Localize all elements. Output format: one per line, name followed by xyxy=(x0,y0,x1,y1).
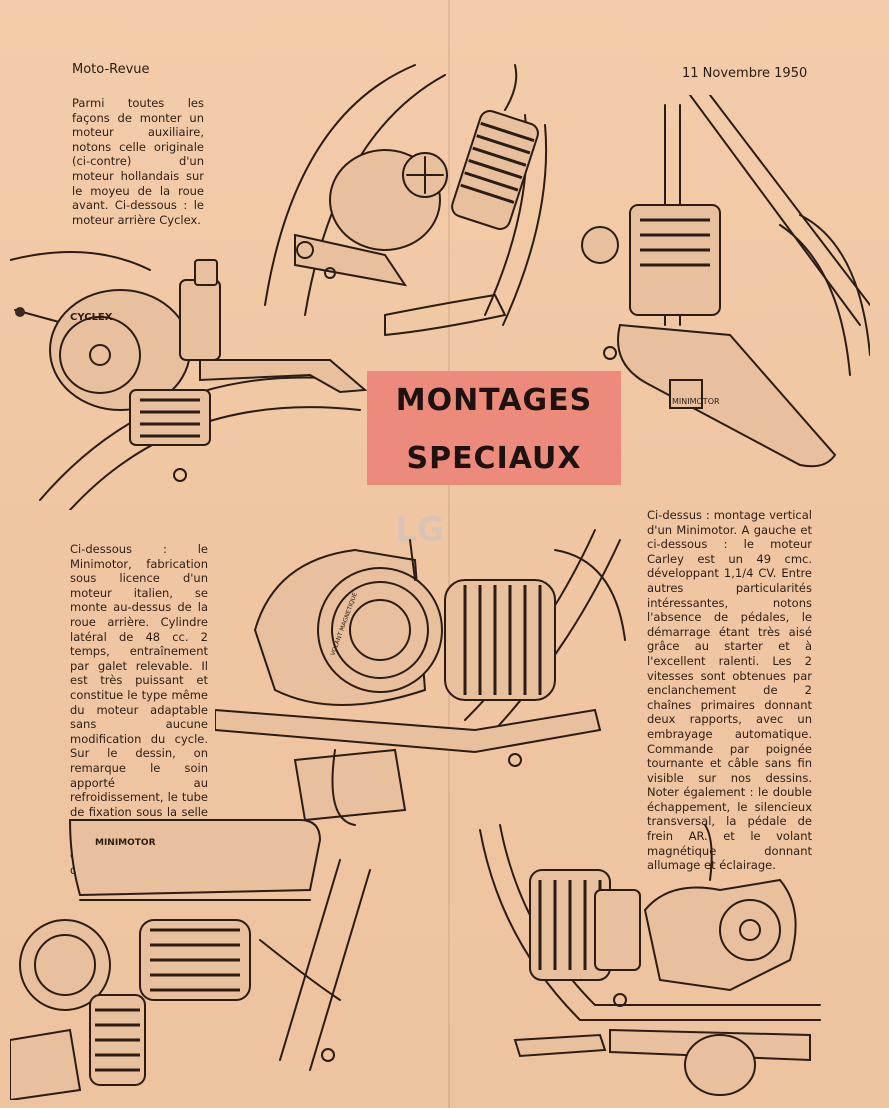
page-title-line2: SPECIAUX xyxy=(406,441,582,476)
page-title-line1: MONTAGES xyxy=(395,383,593,418)
page-fold xyxy=(448,0,450,1108)
issue-date: 11 Novembre 1950 xyxy=(682,66,808,81)
carley-engine-illustration: MINIMOTOR xyxy=(581,95,870,468)
caption-middle-right: Ci-dessus : montage vertical d'un Minimo… xyxy=(647,508,812,873)
watermark: LG xyxy=(395,510,445,550)
minimotor-tank-illustration: MINIMOTOR xyxy=(10,819,371,1100)
title-box: MONTAGES SPECIAUX xyxy=(367,371,621,485)
publication-name: Moto-Revue xyxy=(72,62,150,77)
cyclex-engine-illustration: CYCLEX xyxy=(10,251,368,510)
tank-badge: MINIMOTOR xyxy=(95,838,156,848)
carley-side-engine-illustration xyxy=(479,824,821,1096)
minimotor-engine-illustration: VOLANT MAGNETIQUE xyxy=(215,529,626,826)
caption-top-left: Parmi toutes les façons de monter un mot… xyxy=(72,96,204,227)
cyclex-badge: CYCLEX xyxy=(70,312,113,323)
front-hub-engine-illustration xyxy=(264,64,548,336)
housing-badge: MINIMOTOR xyxy=(672,397,720,406)
